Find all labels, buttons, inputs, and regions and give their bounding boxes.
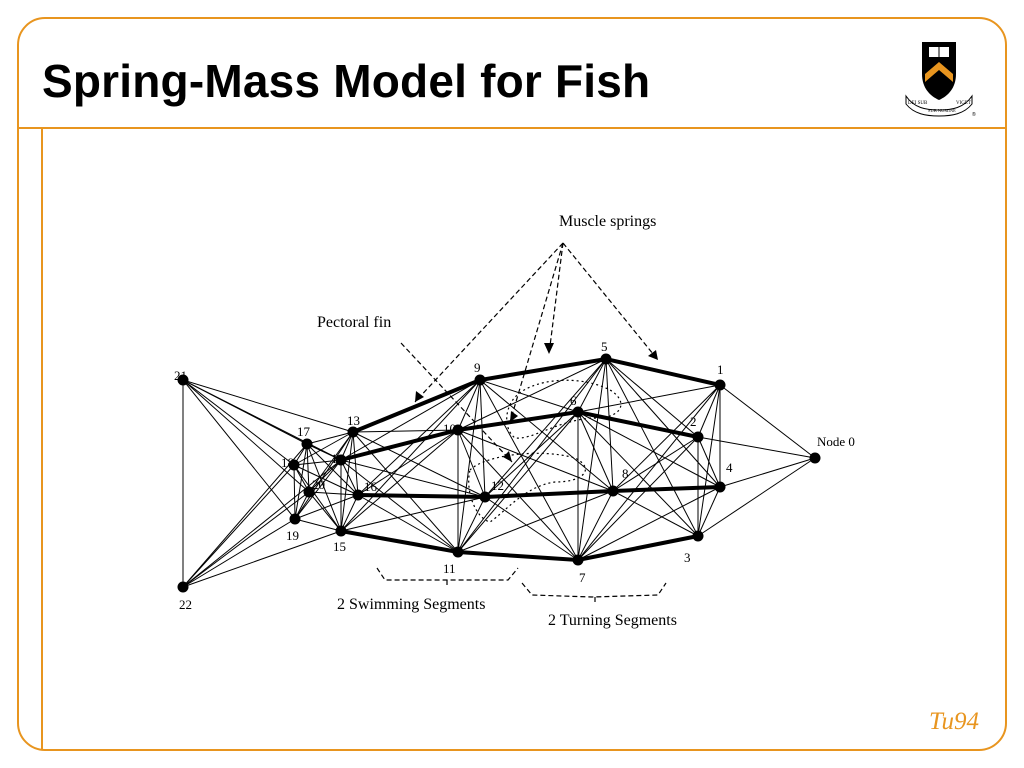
callout-arrowheads	[415, 343, 658, 462]
callout-labels: Muscle springs Pectoral fin 2 Swimming S…	[317, 213, 677, 629]
node-label-19: 19	[286, 528, 299, 543]
mass-node	[607, 485, 619, 497]
mass-node	[177, 581, 189, 593]
node-label-12: 12	[491, 478, 504, 493]
mass-node	[572, 406, 584, 418]
registered-mark: ®	[972, 111, 976, 118]
mass-node	[347, 426, 359, 438]
node-label-18: 18	[281, 455, 294, 470]
node-label-5: 5	[601, 339, 608, 354]
node-labels: Node 0 1 2 3 4 5 6 7 8 9 10 11 12 13 14 …	[174, 339, 855, 612]
mass-node	[600, 353, 612, 365]
motto-ribbon	[905, 94, 973, 117]
node-label-11: 11	[443, 561, 456, 576]
mass-node	[301, 438, 313, 450]
pectoral-fin-label: Pectoral fin	[317, 314, 391, 331]
node-label-3: 3	[684, 550, 691, 565]
node-label-4: 4	[726, 460, 733, 475]
node-label-22: 22	[179, 597, 192, 612]
node-label-14: 14	[331, 451, 345, 466]
node-label-7: 7	[579, 570, 586, 585]
callout-arrows	[376, 242, 667, 604]
node-label-17: 17	[297, 424, 311, 439]
mass-node	[289, 513, 301, 525]
mass-node	[809, 452, 821, 464]
thin-springs	[182, 358, 816, 588]
princeton-shield-icon: DEI SUB SUB NUMINE VIGET ®	[905, 42, 976, 118]
node-label-16: 16	[364, 479, 378, 494]
node-label-10: 10	[443, 421, 456, 436]
mass-node	[352, 489, 364, 501]
mass-node	[177, 374, 189, 386]
mass-nodes	[177, 353, 821, 593]
mass-node	[692, 530, 704, 542]
left-rule	[41, 128, 43, 750]
node-label-20: 20	[312, 477, 325, 492]
motto-center: SUB NUMINE	[928, 108, 956, 113]
mass-node	[335, 525, 347, 537]
mass-node	[714, 379, 726, 391]
slide-title: Spring-Mass Model for Fish	[42, 55, 651, 107]
pectoral-fin-outline	[468, 379, 622, 523]
title-divider	[17, 127, 1007, 129]
mass-node	[714, 481, 726, 493]
node-label-6: 6	[570, 393, 577, 408]
mass-node	[452, 424, 464, 436]
slide-credit: Tu94	[928, 708, 979, 735]
swimming-segments-label: 2 Swimming Segments	[337, 596, 485, 613]
mass-node	[303, 486, 315, 498]
motto-left: DEI SUB	[908, 101, 928, 106]
mass-node	[479, 491, 491, 503]
mass-node	[474, 374, 486, 386]
node-label-8: 8	[622, 466, 629, 481]
mass-node	[288, 459, 300, 471]
mass-node	[692, 431, 704, 443]
mass-node	[452, 546, 464, 558]
node-label-13: 13	[347, 413, 360, 428]
mass-node	[572, 554, 584, 566]
motto-right: VIGET	[956, 101, 971, 106]
mass-node	[335, 454, 347, 466]
node-label-0: Node 0	[817, 434, 855, 449]
node-label-1: 1	[717, 362, 724, 377]
node-label-21: 21	[174, 368, 187, 383]
muscle-springs-label: Muscle springs	[559, 213, 656, 230]
node-label-15: 15	[333, 539, 346, 554]
node-label-2: 2	[690, 414, 697, 429]
turning-segments-label: 2 Turning Segments	[548, 612, 677, 629]
slide-frame	[17, 17, 1007, 751]
shield-chevron	[925, 62, 953, 82]
node-label-9: 9	[474, 360, 481, 375]
muscle-springs-bold	[340, 356, 721, 563]
